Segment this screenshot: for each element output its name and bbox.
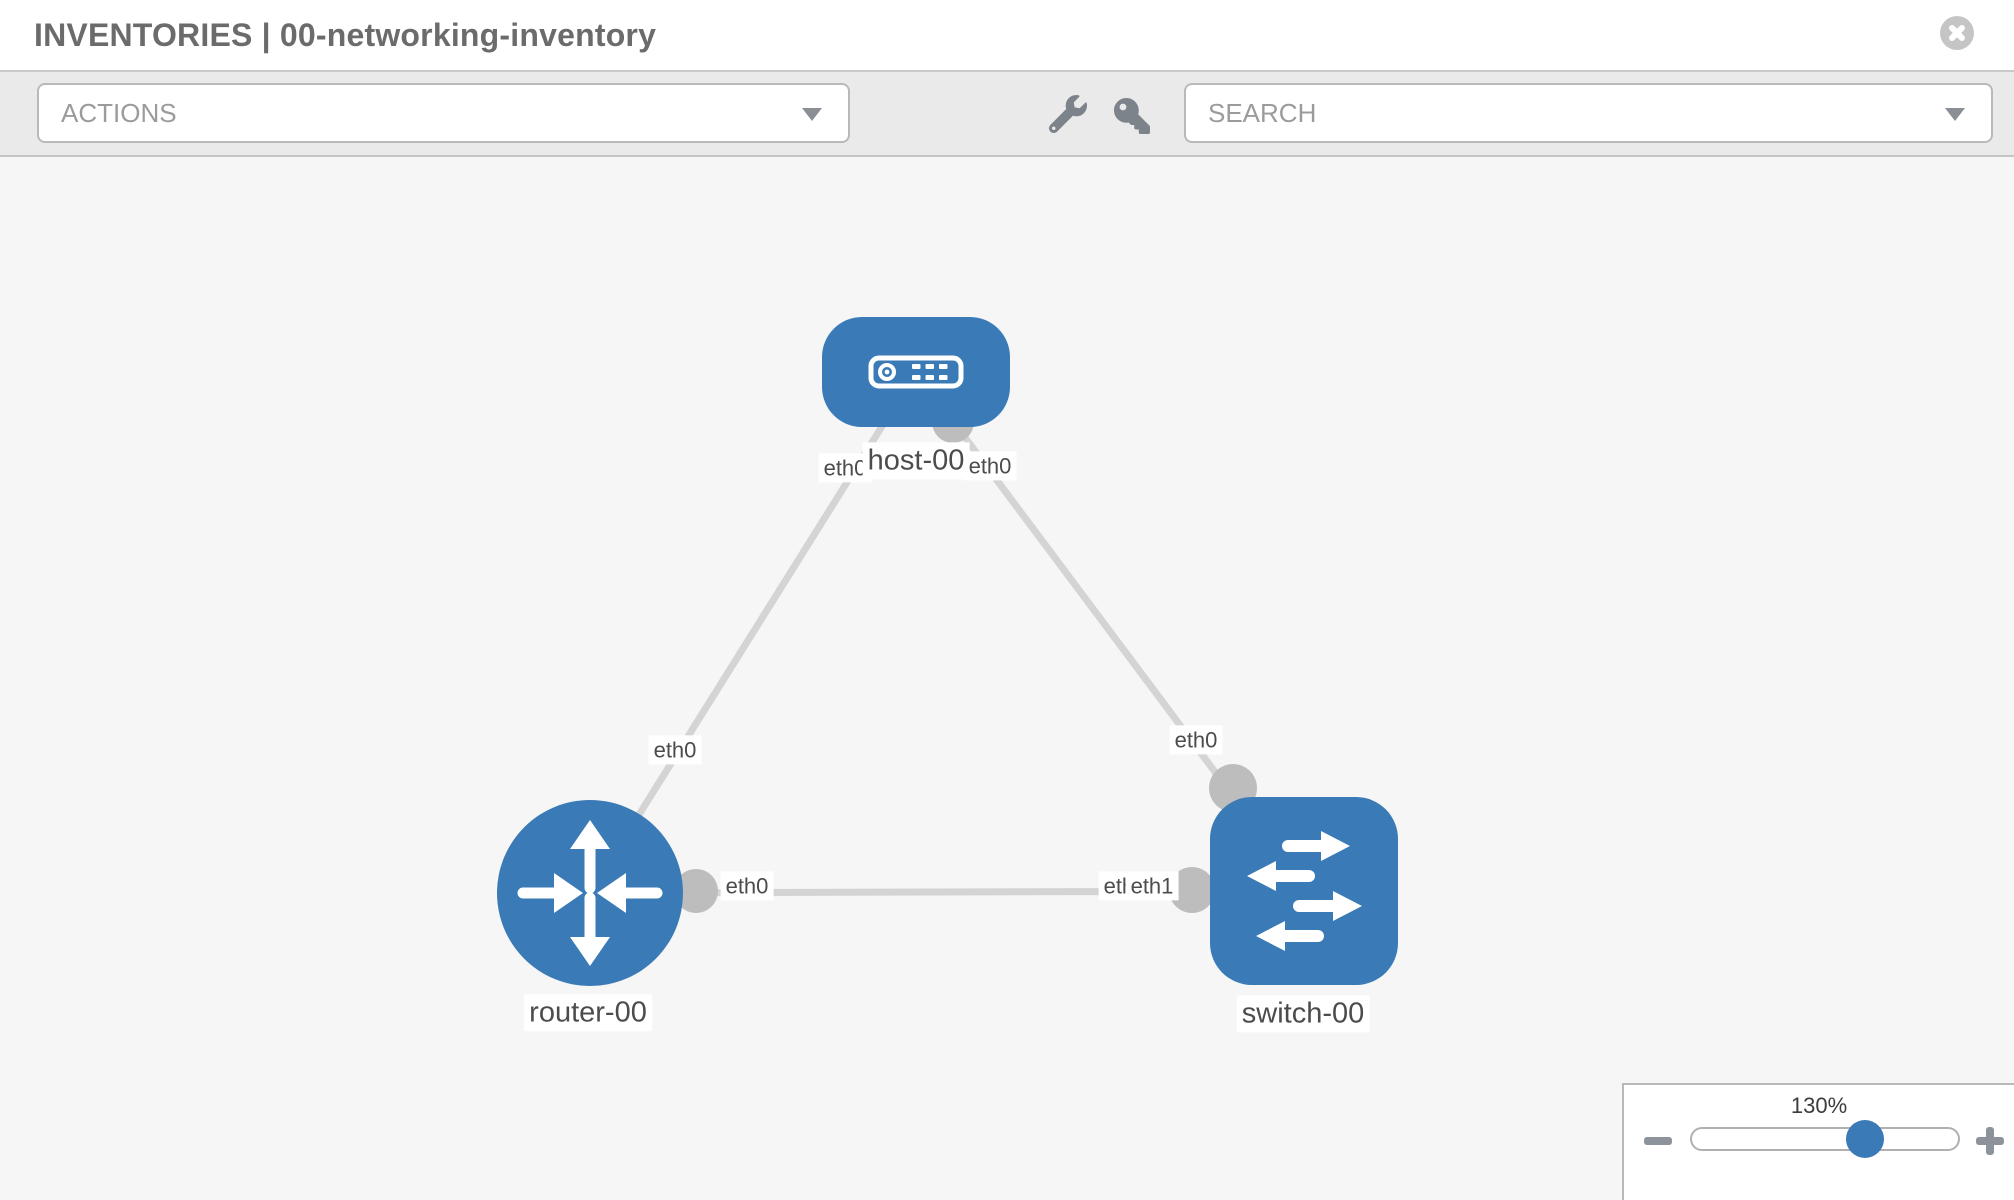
interface-label: eth0 xyxy=(720,871,774,901)
plus-icon[interactable] xyxy=(1986,1127,1994,1155)
page-title: INVENTORIES | 00-networking-inventory xyxy=(34,17,657,53)
node-label-host: host-00 xyxy=(862,442,970,480)
node-switch-00[interactable] xyxy=(1210,797,1398,985)
node-label-switch: switch-00 xyxy=(1236,995,1370,1033)
wrench-icon[interactable] xyxy=(1048,95,1087,138)
node-router-00[interactable] xyxy=(497,800,683,986)
interface-label: eth0 xyxy=(648,735,702,765)
chevron-down-icon xyxy=(1945,108,1965,121)
interface-label: eth0 xyxy=(818,453,872,483)
chevron-down-icon xyxy=(802,108,822,121)
header: INVENTORIES | 00-networking-inventory xyxy=(0,0,2014,72)
actions-dropdown-label: ACTIONS xyxy=(61,98,177,128)
interface-dot-switch-eth1[interactable] xyxy=(1169,867,1215,913)
zoom-panel: 130% xyxy=(1622,1083,2014,1200)
search-dropdown-label: SEARCH xyxy=(1208,98,1317,128)
node-label-router: router-00 xyxy=(524,994,652,1032)
interface-dot-router[interactable] xyxy=(674,869,718,913)
topology-links-layer xyxy=(587,369,1307,913)
actions-dropdown[interactable]: ACTIONS xyxy=(37,83,850,143)
interface-label: eth0 xyxy=(1169,725,1223,755)
interface-label: eth0 xyxy=(963,451,1017,481)
interface-label: eth1 xyxy=(1125,871,1179,901)
zoom-slider-thumb[interactable] xyxy=(1846,1120,1884,1158)
switch-icon xyxy=(1247,831,1362,951)
zoom-out-button[interactable] xyxy=(1644,1137,1672,1145)
zoom-slider[interactable] xyxy=(1690,1127,1960,1151)
search-dropdown[interactable]: SEARCH xyxy=(1184,83,1993,143)
topology-canvas[interactable]: eth0 eth0 eth0 eth0 eth0 eth0 eth1 host-… xyxy=(0,157,2014,1200)
zoom-level: 130% xyxy=(1790,1093,1848,1118)
host-server-icon xyxy=(868,355,964,389)
router-icon xyxy=(517,820,663,966)
key-icon[interactable] xyxy=(1114,98,1150,139)
node-host-00[interactable] xyxy=(822,317,1010,427)
close-button[interactable] xyxy=(1940,16,1974,50)
toolbar: ACTIONS SEARCH xyxy=(0,72,2014,157)
